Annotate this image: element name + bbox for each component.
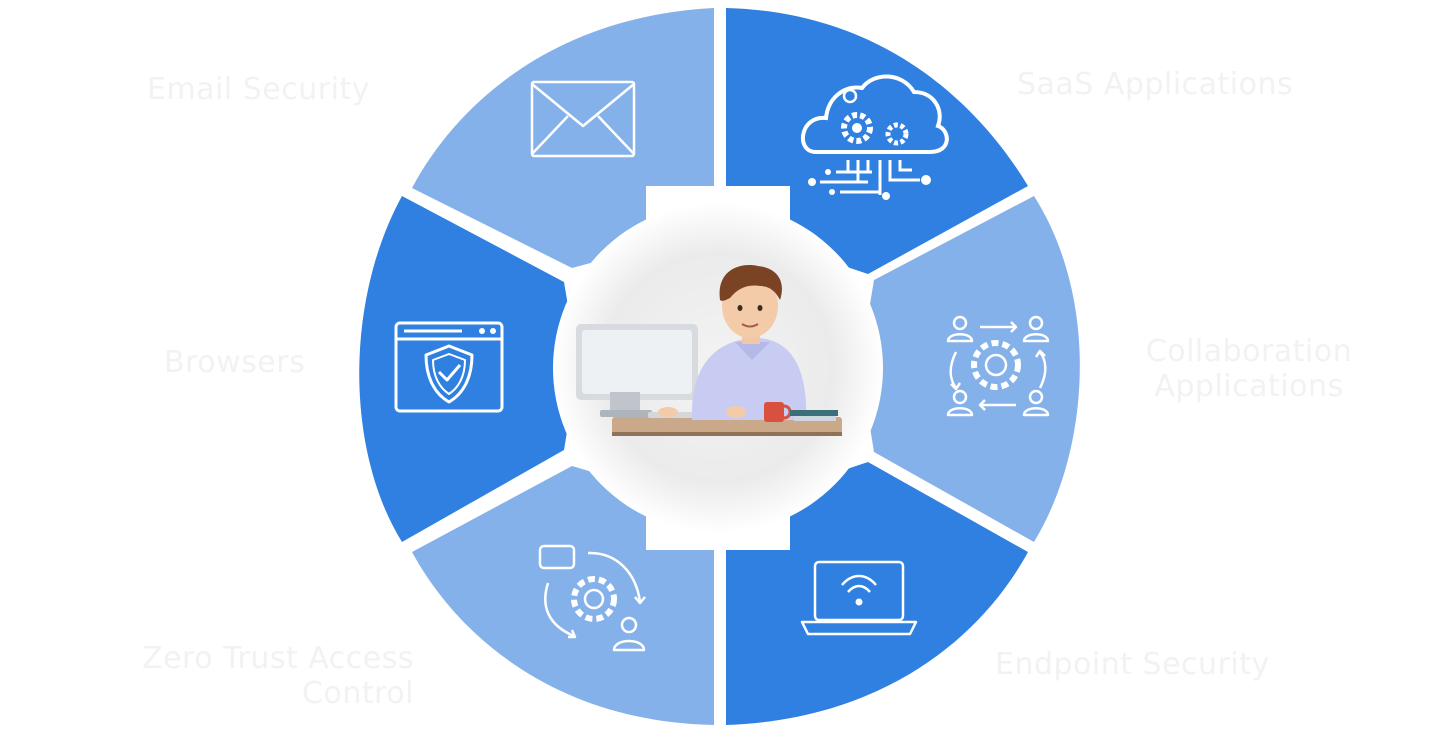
label-email-security: Email Security [147,72,370,107]
envelope-icon [530,80,636,158]
label-collaboration-applications: Collaboration Applications [1145,334,1353,404]
label-zero-trust-access-control: Zero Trust Access Control [142,641,414,711]
laptop-wifi-icon [800,560,918,636]
cloud-gears-circuit-icon [800,74,949,200]
label-saas-applications: SaaS Applications [1017,67,1294,102]
segment-email-security [412,8,714,268]
label-endpoint-security: Endpoint Security [995,647,1270,682]
segment-zero-trust-access-control [412,466,714,725]
collaboration-users-gear-icon [946,315,1050,417]
browser-shield-icon [394,321,504,413]
segment-browsers [359,196,578,542]
segment-collaboration-applications [860,196,1080,542]
person-at-computer-illustration [553,203,883,533]
gear-user-cycle-icon [538,544,646,652]
segment-saas-applications [726,8,1028,274]
label-browsers: Browsers [164,345,306,380]
segment-endpoint-security [726,462,1028,725]
